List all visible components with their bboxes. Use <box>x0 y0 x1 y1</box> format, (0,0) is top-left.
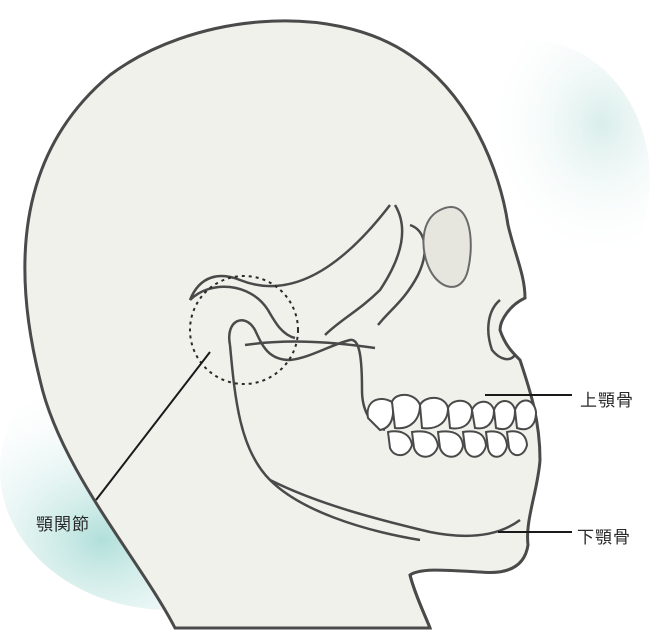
label-maxilla: 上顎骨 <box>580 386 634 411</box>
label-tmj: 顎関節 <box>36 510 90 535</box>
label-mandible: 下顎骨 <box>577 523 631 548</box>
